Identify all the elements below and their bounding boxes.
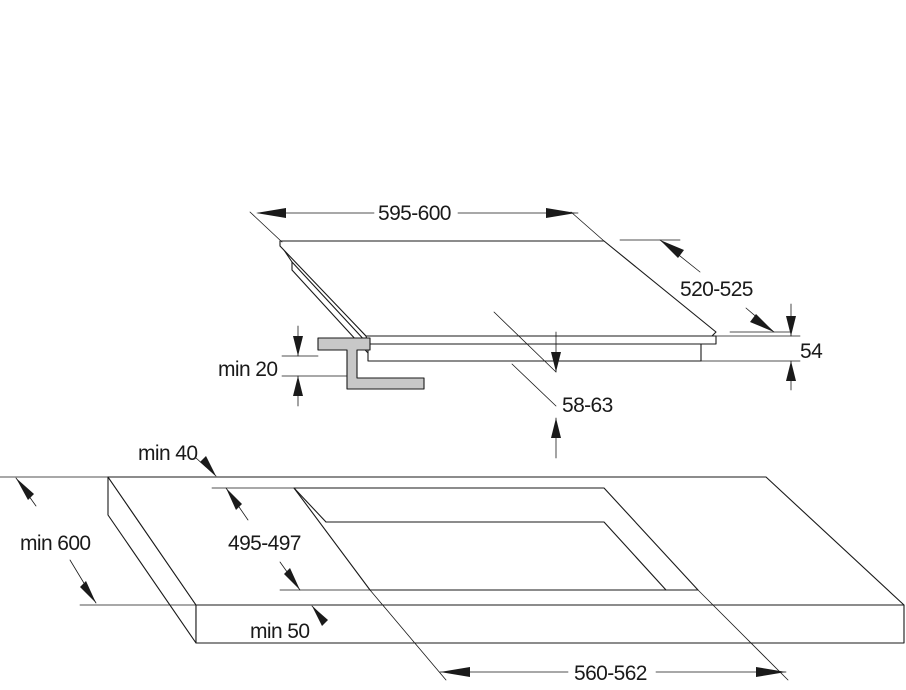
hob-glass-top [279,240,717,337]
ext-line [570,211,605,242]
mounting-bracket [317,337,425,390]
arrow-head [756,667,786,677]
arrow-head [16,478,34,500]
arrow-head [312,606,328,626]
bracket-shape [317,337,425,390]
arrow-head [786,361,796,381]
arrow-head [551,418,561,438]
label-cutout-depth: 495-497 [228,532,301,555]
label-hob-height: 54 [800,340,823,363]
arrow-head [546,208,576,218]
label-cutout-depth-below: 58-63 [562,394,613,417]
ext-line [697,589,789,681]
worktop [107,476,905,644]
arrow-head [786,316,796,336]
cutout-inner-edge-left [293,487,327,523]
arrow-head [226,488,242,510]
label-hob-width: 595-600 [378,202,451,225]
label-cutout-width: 560-562 [574,662,647,685]
ext-line [511,363,557,407]
arrow-head [440,667,470,677]
ext-line [493,311,557,373]
arrow-head [256,208,286,218]
hob-left-side-lower [291,261,369,354]
arrow-head [284,568,300,590]
dimension-labels: 595-600 520-525 54 min 20 58-63 min 40 m… [20,202,824,685]
label-front-min: min 40 [138,442,197,465]
ext-line [369,589,447,681]
label-hob-depth: 520-525 [680,278,753,301]
arrow-head [200,456,216,476]
cutout-inner-edge [325,521,667,591]
label-back-min: min 50 [250,620,309,643]
arrow-head [750,314,774,332]
arrow-head [551,352,561,372]
label-frame-min: min 20 [218,358,277,381]
arrow-head [660,240,684,258]
arrow-head [293,336,303,356]
dimension-lines [0,208,801,681]
hob-front-edge [365,335,717,345]
arrow-head [80,581,96,603]
ext-line [249,211,283,243]
arrow-head [293,376,303,396]
label-worktop-depth: min 600 [20,532,91,555]
hob-body [367,343,702,362]
